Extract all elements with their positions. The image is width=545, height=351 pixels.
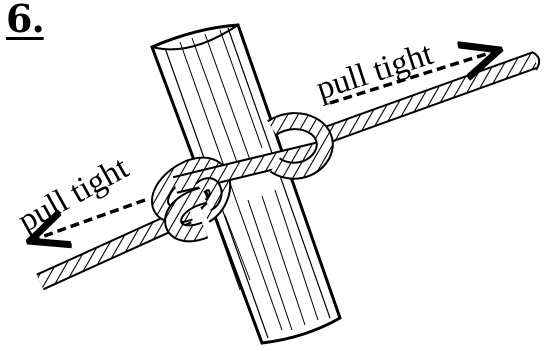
step-number: 6. — [6, 0, 44, 41]
